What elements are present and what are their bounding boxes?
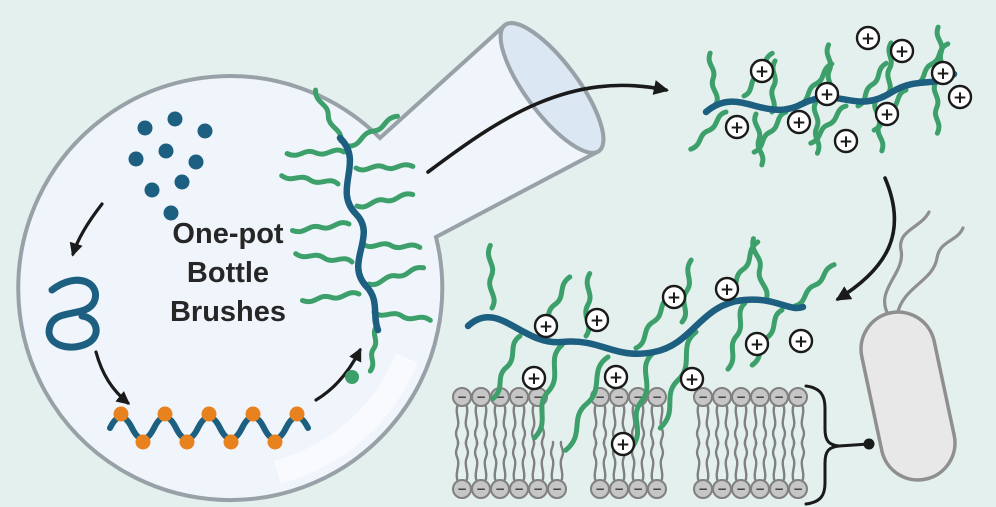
lipid-head-icon xyxy=(769,479,789,499)
monomer-dot xyxy=(158,143,174,159)
orange-bead xyxy=(135,434,151,450)
orange-bead xyxy=(245,406,261,422)
plus-charge-icon xyxy=(603,364,629,390)
flask-contents: One-pot Bottle Brushes xyxy=(45,90,431,450)
plus-charge-icon xyxy=(584,307,610,333)
arrow-chain-to-brush xyxy=(314,347,362,402)
lipid-head-icon xyxy=(731,479,751,499)
plus-charge-icon xyxy=(679,366,705,392)
plus-charge-icon xyxy=(788,328,814,354)
title-line-2: Bottle xyxy=(187,257,269,289)
flask-mouth xyxy=(498,21,606,155)
title-line-1: One-pot xyxy=(172,218,283,250)
plus-charge-icon xyxy=(855,25,881,51)
plus-charge-icon xyxy=(610,431,636,457)
plus-charge-icon xyxy=(749,58,775,84)
polymer-coil xyxy=(45,276,100,351)
membrane-interaction xyxy=(452,239,834,499)
lipid-head-icon xyxy=(693,479,713,499)
plus-charge-icon xyxy=(889,38,915,64)
connector-dot xyxy=(863,438,875,450)
arrow-brush-to-membrane xyxy=(835,176,897,301)
orange-bead xyxy=(223,434,239,450)
orange-bead xyxy=(289,406,305,422)
plus-charge-icon xyxy=(874,101,900,127)
lipid-head-icon xyxy=(750,387,770,407)
lipid-head-icon xyxy=(628,479,648,499)
plus-charge-icon xyxy=(930,60,956,86)
orange-bead xyxy=(113,406,129,422)
lipid-head-icon xyxy=(788,387,808,407)
plus-charge-icon xyxy=(661,284,687,310)
plus-charge-icon xyxy=(786,109,812,135)
monomer-dot xyxy=(128,151,144,167)
lipid-head-icon xyxy=(693,387,713,407)
monomer-dot xyxy=(197,123,213,139)
lipid-head-icon xyxy=(750,479,770,499)
lipid-head-icon xyxy=(471,387,491,407)
monomer-dot xyxy=(144,182,160,198)
bacterium xyxy=(859,210,965,482)
lipid-head-icon xyxy=(647,479,667,499)
lipid-head-icon xyxy=(609,387,629,407)
lipid-head-icon xyxy=(452,479,472,499)
lipid-head-icon xyxy=(769,387,789,407)
membrane-brush-backbone xyxy=(464,296,807,357)
orange-bead xyxy=(201,406,217,422)
lipid-head-icon xyxy=(590,479,610,499)
monomer-dot xyxy=(174,174,190,190)
lipid-head-icon xyxy=(509,387,529,407)
lipid-head-icon xyxy=(490,479,510,499)
title-line-3: Brushes xyxy=(170,296,286,328)
plus-charge-icon xyxy=(833,128,859,154)
arrow-flask-to-cationic-brush xyxy=(426,80,669,174)
lipid-head-icon xyxy=(528,479,548,499)
lipid-head-icon xyxy=(471,479,491,499)
lipid-head-icon xyxy=(788,479,808,499)
plus-charge-icon xyxy=(814,81,840,107)
arrow-monomers-to-coil xyxy=(69,202,104,257)
membrane-bacterium-link xyxy=(804,384,875,506)
orange-bead xyxy=(179,434,195,450)
flask-brush-backbone xyxy=(336,134,382,334)
cationic-bottle-brush xyxy=(691,25,973,165)
title: One-pot Bottle Brushes xyxy=(170,218,286,328)
lipid-head-icon xyxy=(452,387,472,407)
lipid-head-icon xyxy=(712,387,732,407)
lipid-head-icon xyxy=(712,479,732,499)
lipid-head-icon xyxy=(647,387,667,407)
monomer-dot xyxy=(137,120,153,136)
flagellum-icon xyxy=(882,210,931,318)
bacterium-body xyxy=(859,310,957,482)
flagellum-icon xyxy=(895,226,965,317)
plus-charge-icon xyxy=(714,276,740,302)
monomer-dot xyxy=(167,111,183,127)
plus-charge-icon xyxy=(533,313,559,339)
bottle-brush-in-flask xyxy=(282,90,431,371)
lipid-head-icon xyxy=(547,479,567,499)
orange-bead xyxy=(267,434,283,450)
round-bottom-flask xyxy=(16,21,606,503)
plus-charge-icon xyxy=(947,84,973,110)
plus-charge-icon xyxy=(521,365,547,391)
lipid-head-icon xyxy=(609,479,629,499)
monomer-dot xyxy=(188,154,204,170)
lipid-head-icon xyxy=(509,479,529,499)
green-monomer-dot xyxy=(345,370,359,384)
arrow-coil-to-chain xyxy=(94,350,131,405)
orange-bead xyxy=(157,406,173,422)
plus-charge-icon xyxy=(744,331,770,357)
plus-charge-icon xyxy=(724,114,750,140)
lipid-head-icon xyxy=(731,387,751,407)
